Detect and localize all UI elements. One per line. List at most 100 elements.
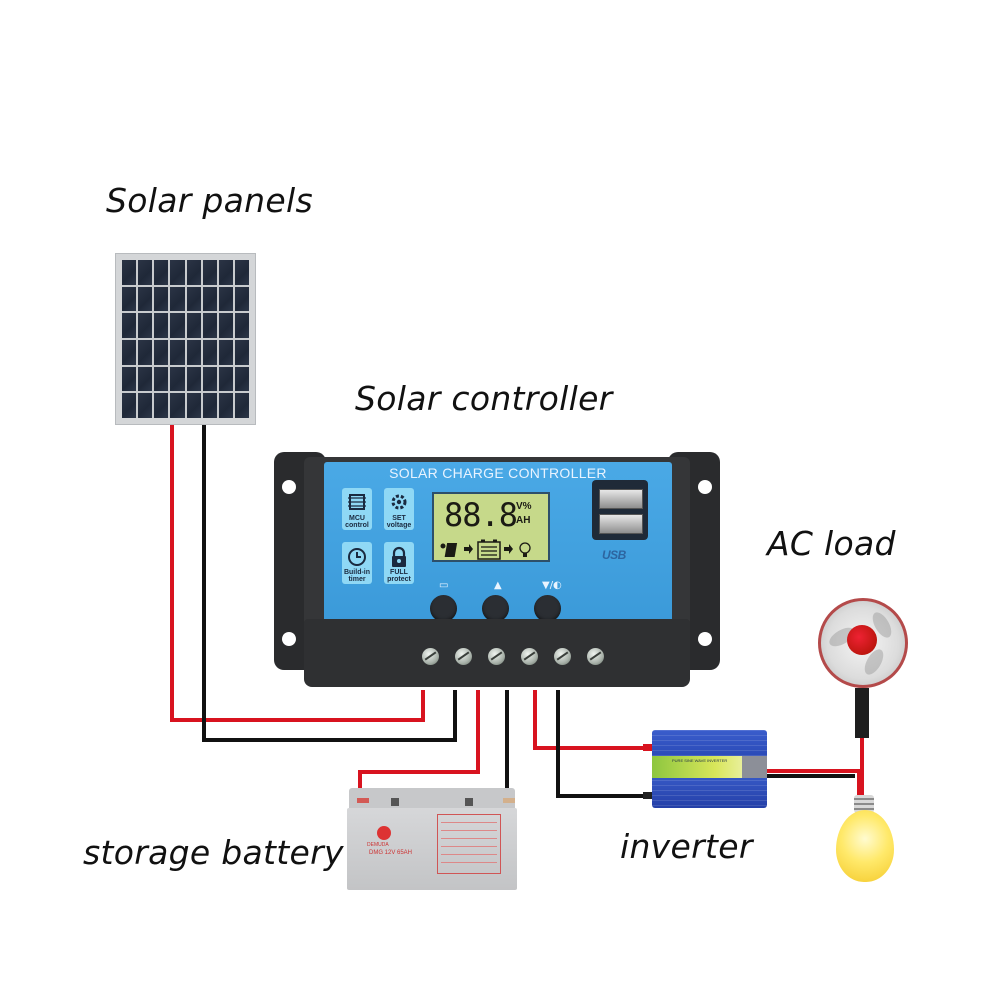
inverter-negative-connector	[643, 792, 652, 799]
solar-panel-icon	[444, 543, 458, 557]
inverter-front-panel: PURE SINE WAVE INVERTER	[652, 756, 742, 778]
solar-cell	[202, 313, 217, 338]
wire-solar-negative	[202, 425, 457, 742]
solar-cell	[154, 366, 169, 392]
wire-inverter-negative	[556, 690, 648, 798]
down-button[interactable]	[534, 595, 561, 622]
solar-cell	[170, 260, 185, 285]
feature-mcu-control: MCU control	[342, 488, 372, 530]
feature-set-voltage: SET voltage	[384, 488, 414, 530]
feature-build-in-timer: Build-in timer	[342, 542, 372, 584]
solar-cell	[234, 286, 249, 312]
fan-hub	[847, 625, 877, 655]
usb-port-block	[592, 480, 648, 540]
wire-solar-positive	[170, 425, 425, 722]
battery-spec-table	[437, 814, 501, 874]
solar-cell	[154, 339, 169, 365]
bulb-socket	[854, 795, 874, 813]
terminal-screw[interactable]	[587, 648, 604, 665]
solar-cell	[202, 260, 217, 285]
battery-body: DEMUDA DMG 12V 65AH	[347, 808, 517, 890]
solar-cell	[138, 366, 153, 392]
wire-ac-live	[767, 769, 861, 795]
lcd-display: 88.8 V% AH	[432, 492, 550, 562]
inverter-label: inverter	[620, 827, 753, 866]
feature-line2: protect	[387, 576, 411, 583]
controller-faceplate: SOLAR CHARGE CONTROLLER MCU control SET …	[324, 462, 672, 622]
storage-battery-label: storage battery	[83, 833, 344, 872]
solar-cell	[202, 366, 217, 392]
lcd-energy-flow	[440, 539, 531, 560]
lock-icon	[392, 546, 406, 567]
feature-line1: Build-in	[343, 569, 371, 576]
solar-cell	[218, 393, 233, 418]
solar-cell	[186, 313, 201, 338]
solar-cell	[154, 286, 169, 312]
solar-cell	[218, 313, 233, 338]
mount-hole	[698, 480, 712, 494]
mount-hole	[282, 480, 296, 494]
solar-cell	[138, 393, 153, 418]
solar-panels-label: Solar panels	[106, 181, 313, 220]
up-button[interactable]	[482, 595, 509, 622]
arrow-icon	[504, 544, 513, 554]
solar-cell	[170, 286, 185, 312]
feature-line1: SET	[392, 515, 406, 522]
terminal-screw[interactable]	[488, 648, 505, 665]
feature-full-protect: FULL protect	[384, 542, 414, 584]
solar-cell	[170, 366, 185, 392]
usb-port[interactable]	[599, 489, 643, 509]
sun-icon	[440, 543, 446, 549]
wire-battery-positive	[358, 690, 480, 800]
solar-cell	[170, 313, 185, 338]
solar-cell	[138, 339, 153, 365]
clock-icon	[348, 548, 366, 566]
solar-cell	[170, 339, 185, 365]
battery-model: DMG 12V 65AH	[369, 850, 413, 856]
battery-brand-logo	[377, 826, 391, 840]
solar-cell	[186, 393, 201, 418]
lcd-reading: 88.8	[444, 496, 518, 534]
solar-cell-grid	[122, 260, 249, 418]
wire-inverter-positive	[533, 690, 648, 750]
solar-cell	[186, 260, 201, 285]
solar-cell	[218, 260, 233, 285]
feature-line2: voltage	[386, 522, 412, 529]
solar-cell	[202, 393, 217, 418]
arrow-icon	[464, 544, 473, 554]
solar-cell	[202, 339, 217, 365]
lcd-unit-top: V%	[516, 501, 532, 512]
lcd-unit-bottom: AH	[516, 515, 531, 526]
usb-port[interactable]	[599, 514, 643, 534]
menu-symbol: ▭	[439, 580, 449, 591]
terminal-screw[interactable]	[554, 648, 571, 665]
down-symbol: ▼/◐	[542, 580, 562, 591]
terminal-screw[interactable]	[422, 648, 439, 665]
solar-cell	[122, 393, 137, 418]
inverter-device: PURE SINE WAVE INVERTER	[643, 730, 767, 808]
terminal-screw[interactable]	[521, 648, 538, 665]
battery-icon	[477, 539, 501, 560]
chip-icon	[348, 494, 366, 510]
solar-cell	[186, 286, 201, 312]
up-symbol: ▲	[494, 580, 502, 591]
gear-icon	[391, 494, 407, 510]
mount-hole	[698, 632, 712, 646]
menu-button[interactable]	[430, 595, 457, 622]
inverter-positive-connector	[643, 744, 652, 751]
feature-line2: control	[345, 522, 369, 529]
solar-cell	[122, 260, 137, 285]
solar-cell	[138, 286, 153, 312]
solar-cell	[170, 393, 185, 418]
inverter-type-text: PURE SINE WAVE INVERTER	[672, 758, 728, 763]
solar-cell	[234, 339, 249, 365]
terminal-screw[interactable]	[455, 648, 472, 665]
solar-cell	[234, 313, 249, 338]
solar-panel	[115, 253, 256, 425]
solar-cell	[186, 339, 201, 365]
battery-lid	[349, 788, 515, 810]
battery-positive-terminal	[357, 798, 369, 803]
feature-line2: timer	[348, 576, 366, 583]
fan-stand	[855, 688, 869, 738]
